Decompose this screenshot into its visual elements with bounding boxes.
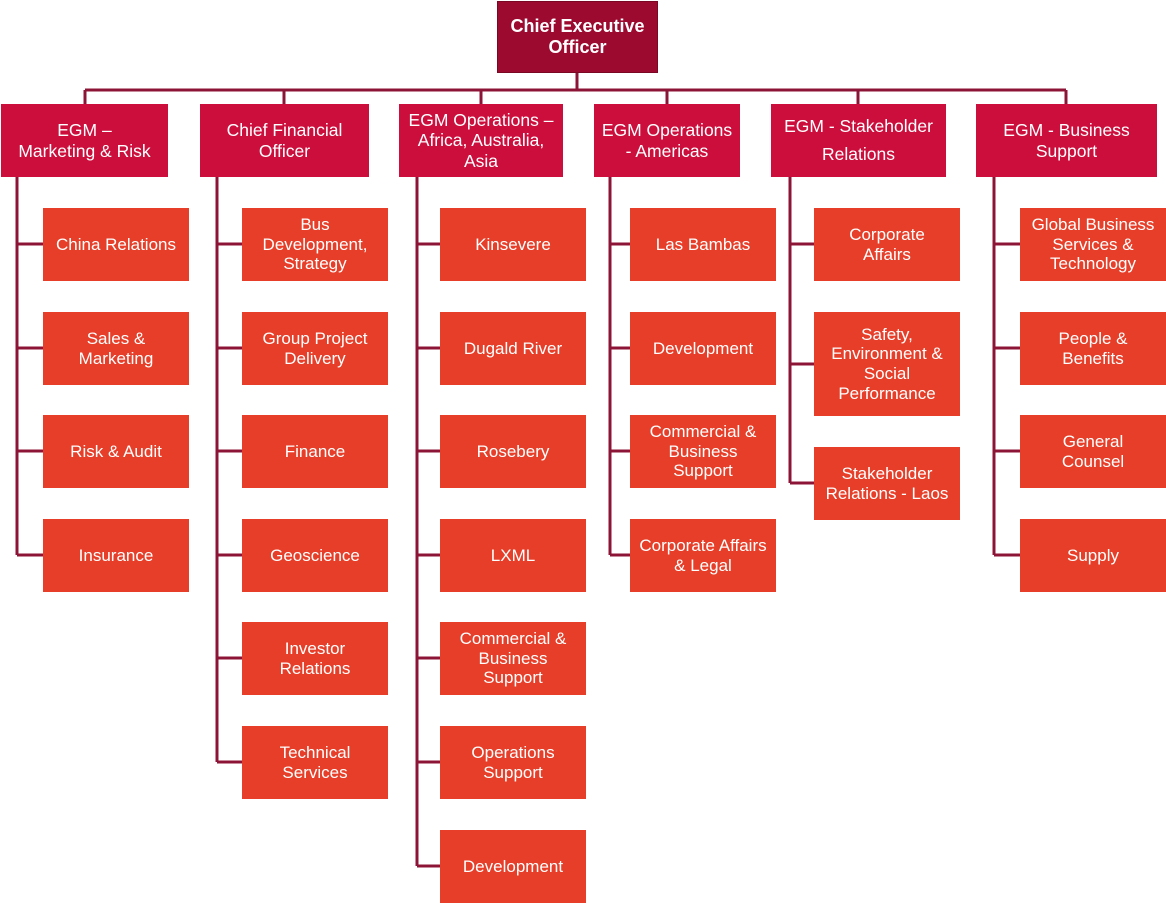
- org-unit: Operations Support: [440, 726, 586, 799]
- org-unit: Corporate Affairs & Legal: [630, 519, 776, 592]
- org-unit: Safety, Environment & Social Performance: [814, 312, 960, 416]
- org-unit-label: People & Benefits: [1058, 328, 1128, 368]
- org-unit-label: Geoscience: [270, 545, 360, 565]
- org-unit: Rosebery: [440, 415, 586, 488]
- org-unit: Development: [630, 312, 776, 385]
- org-unit: Sales & Marketing: [43, 312, 189, 385]
- org-unit-label: Bus Development, Strategy: [262, 215, 368, 274]
- org-unit: China Relations: [43, 208, 189, 281]
- org-unit-label: Finance: [284, 441, 346, 461]
- org-unit-label: Safety, Environment & Social Performance: [831, 324, 943, 403]
- dept-head-business-support: EGM - Business Support: [976, 104, 1157, 177]
- org-unit-label: Global Business Services & Technology: [1031, 215, 1155, 274]
- org-unit: Technical Services: [242, 726, 388, 799]
- org-unit: Supply: [1020, 519, 1166, 592]
- org-unit: Bus Development, Strategy: [242, 208, 388, 281]
- dept-head-label: EGM Operations - Americas: [601, 120, 733, 161]
- org-unit-label: Sales & Marketing: [78, 328, 154, 368]
- ceo-box: Chief Executive Officer: [497, 1, 658, 73]
- org-unit-label: Insurance: [78, 545, 154, 565]
- org-unit-label: Technical Services: [279, 742, 351, 782]
- dept-head-label: EGM Operations – Africa, Australia, Asia: [408, 110, 554, 171]
- org-unit-label: Corporate Affairs: [849, 224, 925, 264]
- org-unit-label: Commercial & Business Support: [459, 629, 567, 688]
- org-unit: Investor Relations: [242, 622, 388, 695]
- org-unit-label: Investor Relations: [279, 638, 351, 678]
- dept-head-marketing-risk: EGM – Marketing & Risk: [1, 104, 168, 177]
- org-unit: General Counsel: [1020, 415, 1166, 488]
- org-unit-label: Development: [462, 856, 564, 876]
- org-unit-label: Stakeholder Relations - Laos: [825, 463, 949, 503]
- dept-head-ops-aaa: EGM Operations – Africa, Australia, Asia: [399, 104, 563, 177]
- org-unit: Commercial & Business Support: [630, 415, 776, 488]
- org-unit: Insurance: [43, 519, 189, 592]
- org-unit-label: Operations Support: [471, 742, 555, 782]
- dept-head-stakeholder: EGM - Stakeholder Relations: [771, 104, 946, 177]
- dept-head-label: EGM – Marketing & Risk: [18, 120, 151, 161]
- org-unit: Finance: [242, 415, 388, 488]
- org-unit-label: Supply: [1067, 545, 1119, 565]
- org-unit: Kinsevere: [440, 208, 586, 281]
- org-unit: People & Benefits: [1020, 312, 1166, 385]
- org-unit: Global Business Services & Technology: [1020, 208, 1166, 281]
- org-unit: Las Bambas: [630, 208, 776, 281]
- dept-head-label: Chief Financial Officer: [226, 120, 343, 161]
- org-unit-label: Development: [652, 338, 754, 358]
- dept-head-ops-americas: EGM Operations - Americas: [594, 104, 740, 177]
- org-unit: LXML: [440, 519, 586, 592]
- dept-head-label: EGM - Business Support: [1003, 120, 1130, 161]
- org-unit: Stakeholder Relations - Laos: [814, 447, 960, 520]
- dept-head-label: EGM - Stakeholder Relations: [784, 116, 933, 164]
- org-unit: Commercial & Business Support: [440, 622, 586, 695]
- org-unit-label: LXML: [490, 545, 536, 565]
- org-unit-label: Commercial & Business Support: [649, 422, 757, 481]
- org-unit: Geoscience: [242, 519, 388, 592]
- org-unit-label: General Counsel: [1061, 431, 1125, 471]
- dept-head-cfo: Chief Financial Officer: [200, 104, 369, 177]
- org-unit: Dugald River: [440, 312, 586, 385]
- org-unit-label: Group Project Delivery: [262, 328, 368, 368]
- org-unit: Development: [440, 830, 586, 903]
- org-unit-label: Kinsevere: [475, 234, 551, 254]
- org-unit-label: Rosebery: [476, 441, 550, 461]
- org-unit-label: Risk & Audit: [70, 441, 162, 461]
- org-unit-label: Las Bambas: [655, 234, 751, 254]
- org-unit-label: China Relations: [55, 234, 176, 254]
- org-unit: Corporate Affairs: [814, 208, 960, 281]
- org-unit-label: Dugald River: [463, 338, 563, 358]
- org-unit: Group Project Delivery: [242, 312, 388, 385]
- ceo-label: Chief Executive Officer: [510, 16, 645, 57]
- org-unit: Risk & Audit: [43, 415, 189, 488]
- org-unit-label: Corporate Affairs & Legal: [639, 535, 767, 575]
